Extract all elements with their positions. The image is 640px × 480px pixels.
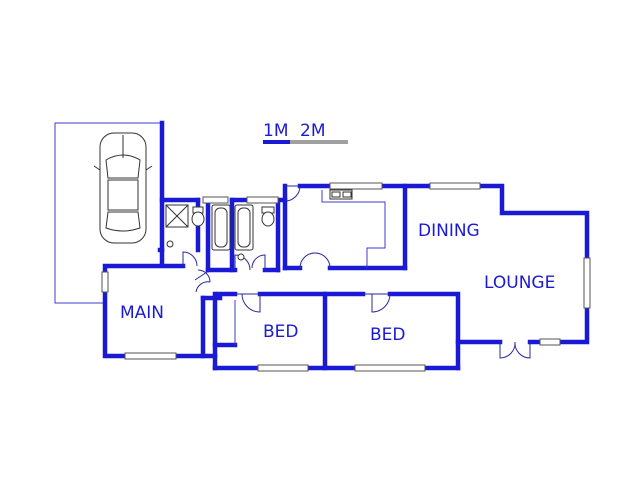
scale-bar: 1M 2M [263, 121, 348, 144]
carport-outline [54, 122, 162, 304]
bathtub-icon [211, 204, 254, 251]
room-label-bed-1: BED [263, 322, 299, 342]
room-label-dining: DINING [418, 221, 480, 241]
sink-icon [166, 189, 353, 261]
door-swing-icon [182, 185, 561, 359]
room-label-main: MAIN [120, 303, 164, 323]
window-icon [101, 182, 591, 372]
scale-label-1m: 1M [263, 121, 288, 141]
walls [102, 120, 590, 371]
room-label-bed-2: BED [370, 325, 406, 345]
room-label-lounge: LOUNGE [484, 273, 555, 293]
toilet-icon [191, 206, 275, 227]
shower-icon [165, 204, 189, 228]
car-icon [93, 132, 153, 244]
scale-label-2m: 2M [300, 121, 325, 141]
kitchen-counter [321, 190, 386, 268]
